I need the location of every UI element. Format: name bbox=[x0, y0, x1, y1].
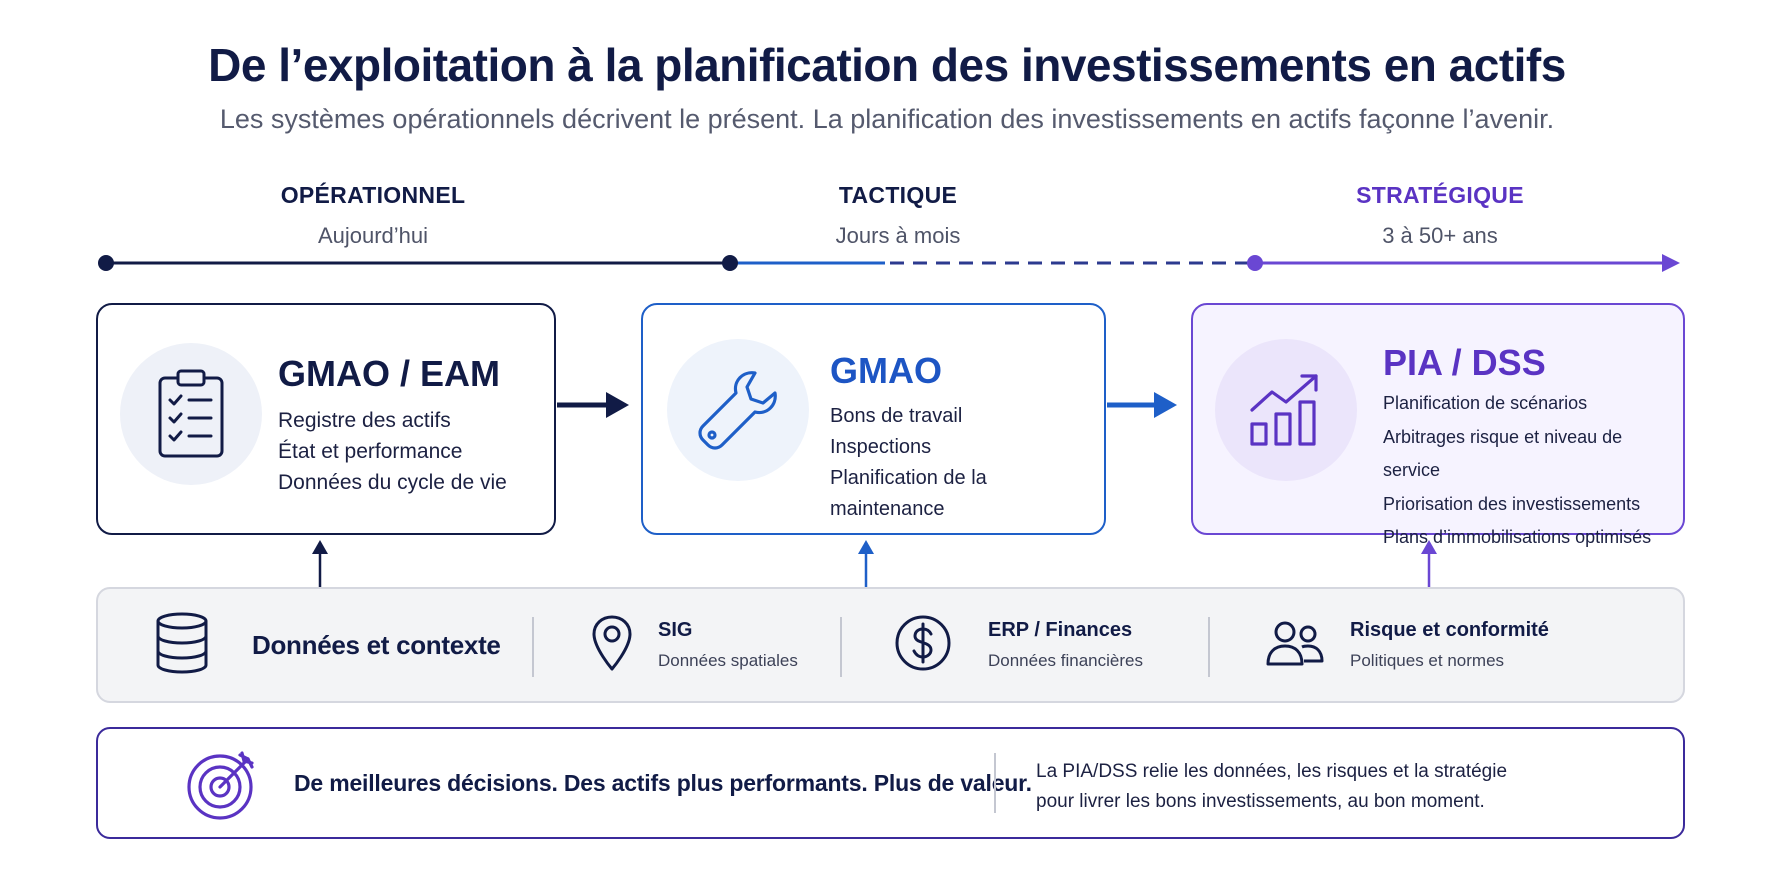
card-title: PIA / DSS bbox=[1383, 342, 1546, 383]
value-claim: De meilleures décisions. Des actifs plus… bbox=[294, 770, 1032, 796]
phase-duration: 3 à 50+ ans bbox=[1382, 223, 1498, 248]
data-source-title: SIG bbox=[658, 619, 693, 641]
up-arrowhead bbox=[858, 540, 874, 554]
card-item-list: Bons de travail Inspections Planificatio… bbox=[830, 401, 1104, 525]
value-banner: De meilleures décisions. Des actifs plus… bbox=[96, 727, 1685, 839]
growth-chart-icon bbox=[1215, 339, 1357, 481]
data-context-main: Données et contexte bbox=[154, 589, 501, 701]
list-item: Planification de la maintenance bbox=[830, 467, 987, 520]
wrench-icon bbox=[667, 339, 809, 481]
card-strategic: PIA / DSS Planification de scénarios Arb… bbox=[1191, 303, 1685, 547]
data-source-risk: Risque et conformité Politiques et norme… bbox=[1266, 589, 1549, 701]
target-icon bbox=[186, 749, 258, 826]
data-source-subtitle: Données spatiales bbox=[658, 651, 798, 670]
phase-strategic: STRATÉGIQUE 3 à 50+ ans bbox=[1240, 182, 1640, 249]
description-line: pour livrer les bons investissements, au… bbox=[1036, 791, 1485, 812]
list-item: Registre des actifs bbox=[278, 409, 451, 432]
card-tactical: GMAO Bons de travail Inspections Planifi… bbox=[641, 303, 1106, 535]
card-item-list: Planification de scénarios Arbitrages ri… bbox=[1383, 387, 1683, 555]
data-source-title: ERP / Finances bbox=[988, 619, 1133, 641]
divider bbox=[1208, 617, 1210, 677]
phase-name: OPÉRATIONNEL bbox=[280, 182, 466, 208]
phase-duration: Aujourd’hui bbox=[317, 223, 429, 248]
list-item: Priorisation des investissements bbox=[1383, 493, 1641, 514]
timeline-dot-operational bbox=[98, 255, 114, 271]
people-icon bbox=[1266, 619, 1324, 672]
map-pin-icon bbox=[590, 614, 634, 677]
flow-arrowhead bbox=[606, 392, 629, 418]
divider bbox=[840, 617, 842, 677]
phase-operational: OPÉRATIONNEL Aujourd’hui bbox=[173, 182, 573, 249]
card-title: GMAO / EAM bbox=[278, 353, 500, 394]
list-item: Planification de scénarios bbox=[1383, 393, 1588, 413]
phase-duration: Jours à mois bbox=[835, 223, 961, 248]
card-item-list: Registre des actifs État et performance … bbox=[278, 405, 507, 498]
page-title: De l’exploitation à la planification des… bbox=[208, 39, 1566, 91]
value-description: La PIA/DSS relie les données, les risque… bbox=[1036, 757, 1507, 817]
list-item: Données du cycle de vie bbox=[278, 471, 507, 494]
dollar-coin-icon bbox=[894, 614, 952, 677]
phase-name: TACTIQUE bbox=[838, 182, 958, 208]
data-context-bar: Données et contexte SIG Données spatiale… bbox=[96, 587, 1685, 703]
timeline-dot-tactical bbox=[722, 255, 738, 271]
list-item: Arbitrages risque et niveau de service bbox=[1383, 426, 1623, 481]
divider bbox=[532, 617, 534, 677]
timeline-arrowhead bbox=[1662, 254, 1680, 272]
data-source-gis: SIG Données spatiales bbox=[590, 589, 798, 701]
list-item: Bons de travail bbox=[830, 405, 963, 427]
card-operational: GMAO / EAM Registre des actifs État et p… bbox=[96, 303, 556, 535]
list-item: Plans d’immobilisations optimisés bbox=[1383, 527, 1652, 547]
data-context-label: Données et contexte bbox=[252, 629, 501, 660]
page-subtitle: Les systèmes opérationnels décrivent le … bbox=[219, 104, 1555, 134]
data-source-title: Risque et conformité bbox=[1350, 619, 1549, 641]
list-item: État et performance bbox=[278, 440, 463, 463]
description-line: La PIA/DSS relie les données, les risque… bbox=[1036, 761, 1508, 782]
up-arrowhead bbox=[312, 540, 328, 554]
card-title: GMAO bbox=[830, 350, 942, 391]
database-icon bbox=[154, 611, 210, 680]
phase-name: STRATÉGIQUE bbox=[1356, 182, 1524, 208]
divider bbox=[994, 753, 996, 813]
data-source-subtitle: Données financières bbox=[988, 651, 1143, 670]
data-source-subtitle: Politiques et normes bbox=[1350, 651, 1505, 670]
timeline-dot-strategic bbox=[1247, 255, 1263, 271]
clipboard-checklist-icon bbox=[120, 343, 262, 485]
data-source-erp: ERP / Finances Données financières bbox=[894, 589, 1143, 701]
flow-arrowhead bbox=[1154, 392, 1177, 418]
phase-tactical: TACTIQUE Jours à mois bbox=[698, 182, 1098, 249]
list-item: Inspections bbox=[830, 436, 932, 458]
